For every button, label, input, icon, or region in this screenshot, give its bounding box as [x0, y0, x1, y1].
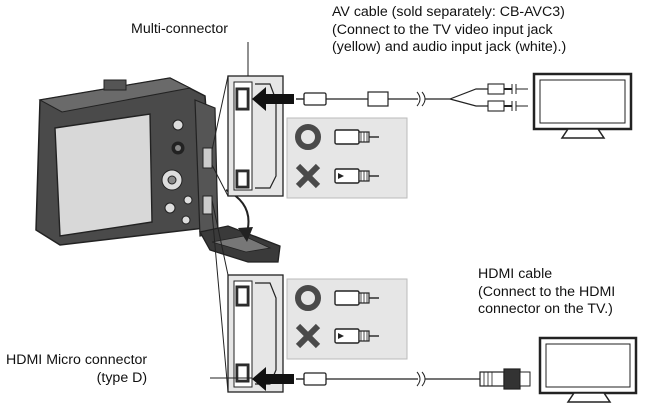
hdmi-cable-label: HDMI cable (Connect to the HDMI connecto… [478, 266, 616, 318]
tv-hdmi [538, 336, 638, 403]
hdmi-orientation-guide [286, 278, 408, 360]
cross-wrong-icon [295, 163, 321, 189]
av-cable-label: AV cable (sold separately: CB-AVC3) (Con… [332, 4, 567, 56]
av-orientation-guide [286, 117, 408, 199]
av-cable [296, 83, 528, 112]
multi-connector-detail [227, 75, 294, 197]
hdmi-connector-detail [210, 274, 294, 393]
cross-wrong-icon [295, 323, 321, 349]
multi-connector-label: Multi-connector [131, 21, 228, 37]
circle-correct-icon [295, 285, 321, 311]
insert-arrow-icon [252, 87, 294, 111]
hdmi-insert-arrow-icon [252, 367, 294, 391]
hdmi-cable [296, 368, 531, 390]
tv-av [532, 72, 633, 139]
circle-correct-icon [295, 124, 321, 150]
hdmi-micro-connector-label: HDMI Micro connector (type D) [6, 352, 148, 386]
camera-body [35, 77, 281, 263]
camera-lcd-screen [54, 113, 153, 237]
